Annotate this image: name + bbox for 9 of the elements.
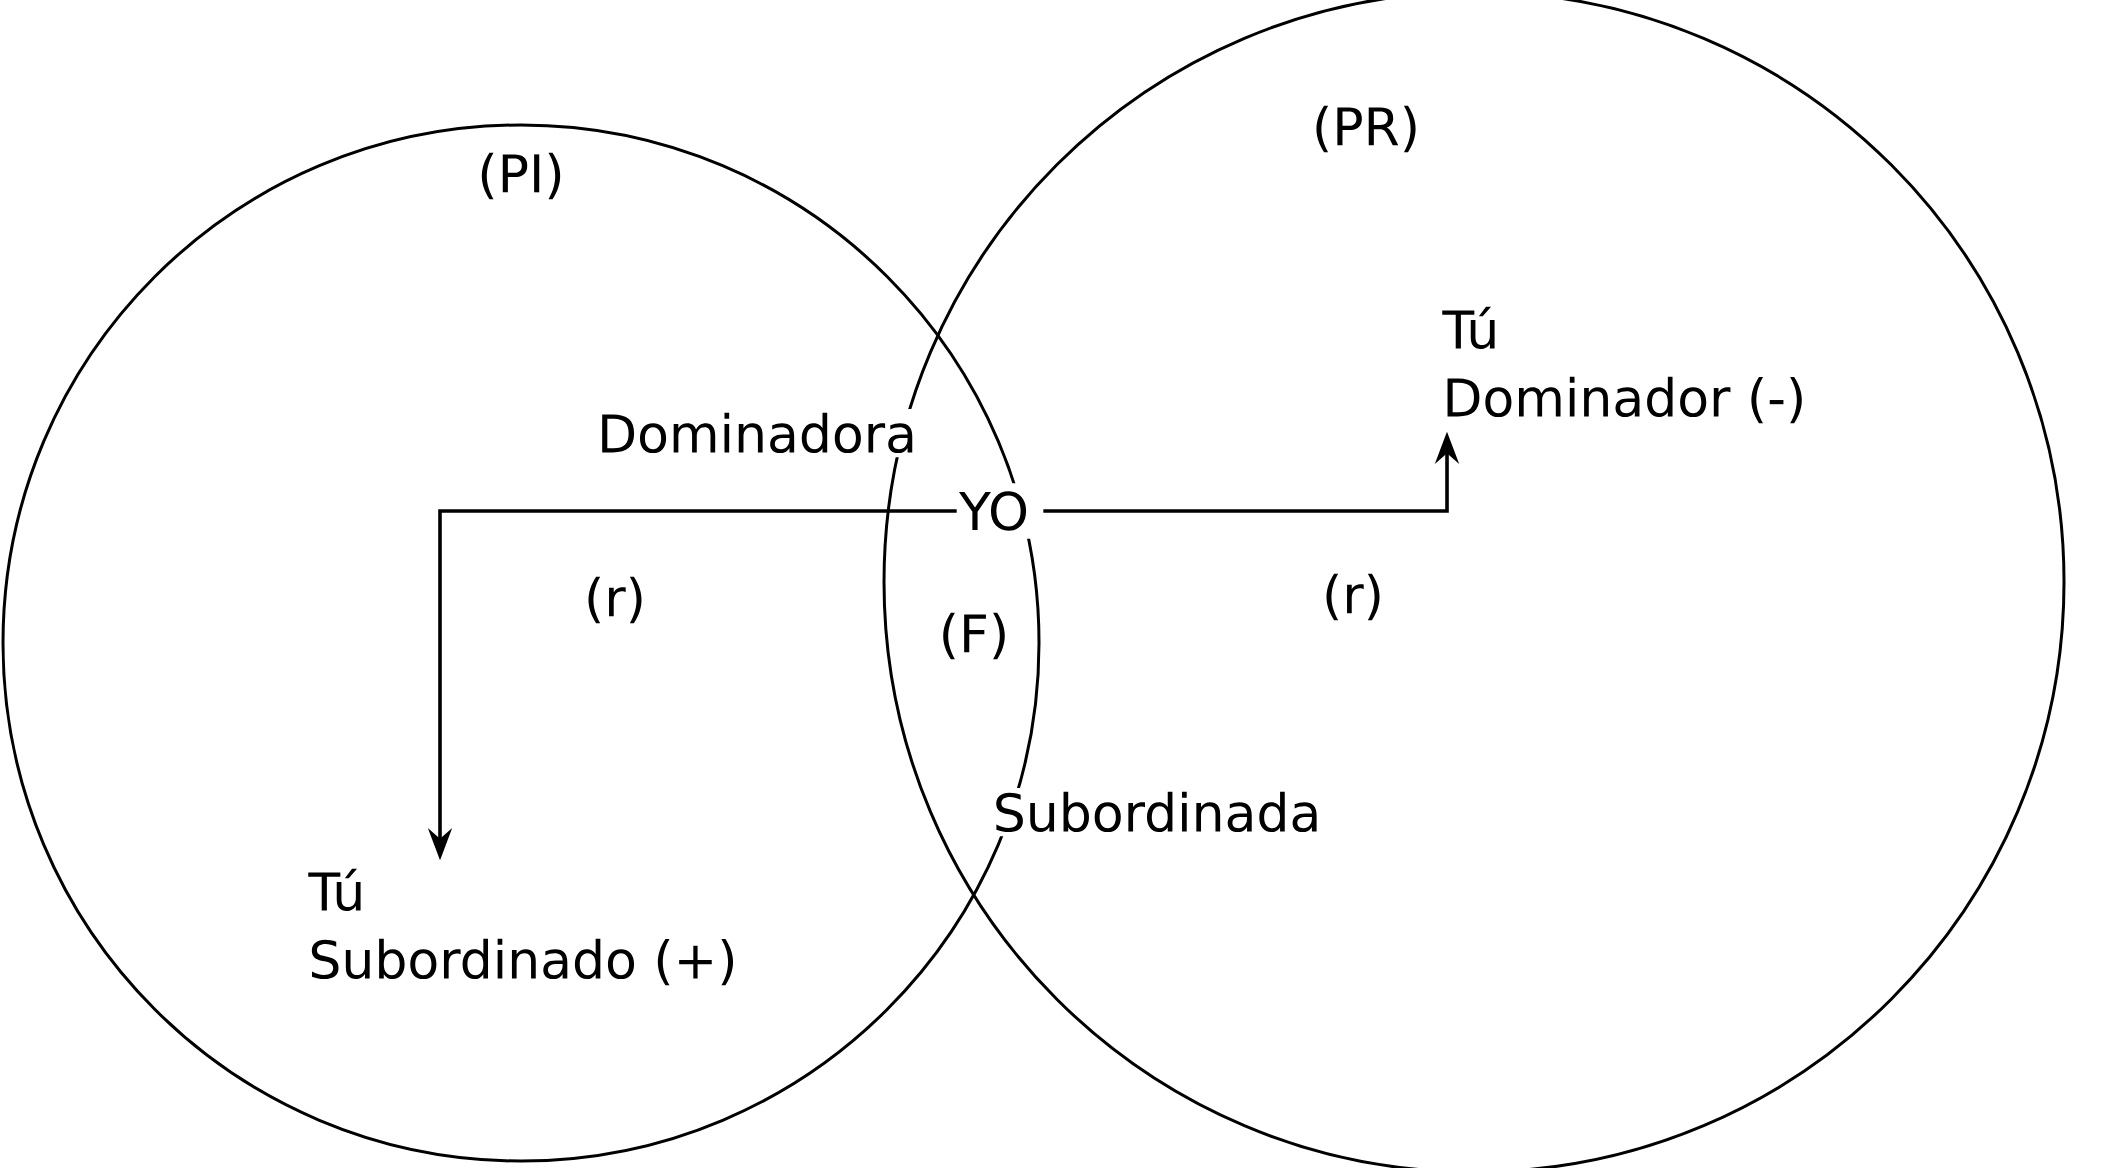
region-label: Subordinada (988, 787, 1326, 837)
text-node: Tú Dominador (-) (1434, 298, 1815, 432)
node-label: YO (958, 491, 1027, 531)
region-label: (F) (934, 608, 1014, 664)
text-node: YO (951, 483, 1037, 539)
region-label: Dominadora (593, 408, 921, 458)
edge-label: (r) (580, 572, 650, 628)
text-node: Tú Subordinado (+) (300, 860, 746, 994)
edge-label: (r) (1318, 569, 1388, 625)
